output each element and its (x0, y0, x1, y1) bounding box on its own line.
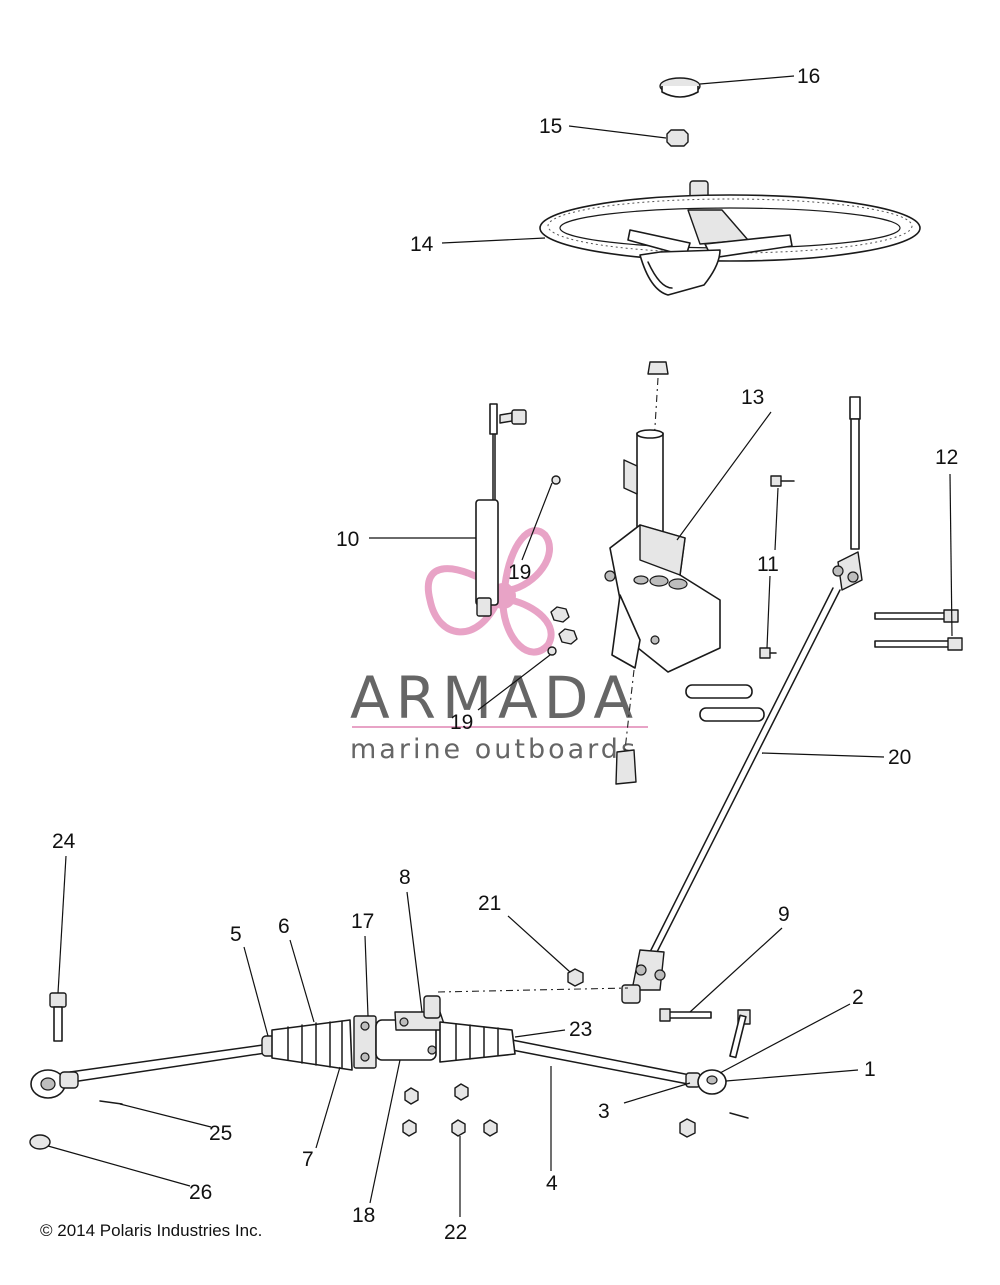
watermark-brand: ARMADA (350, 664, 639, 732)
callout-9: 9 (778, 903, 790, 926)
callout-17: 17 (351, 910, 374, 933)
callout-20: 20 (888, 746, 911, 769)
callout-7: 7 (302, 1148, 314, 1171)
part-16-cap (659, 77, 701, 98)
callout-1: 1 (864, 1058, 876, 1081)
callout-11: 11 (757, 553, 779, 576)
callout-26: 26 (189, 1181, 212, 1204)
callout-2: 2 (852, 986, 864, 1009)
part-8-rack-housing (375, 987, 629, 1061)
callout-5: 5 (230, 923, 242, 946)
part-20-steering-shaft (621, 396, 863, 1004)
callout-16: 16 (797, 65, 820, 88)
part-12-bolts (874, 609, 963, 651)
part-22-nuts (402, 1083, 498, 1137)
rack-tie-rods (69, 1039, 691, 1085)
nut-right (679, 1118, 696, 1138)
callout-25: 25 (209, 1122, 232, 1145)
part-19-nut-lower (547, 646, 557, 656)
callout-24: 24 (52, 830, 76, 853)
callout-6: 6 (278, 915, 290, 938)
callout-19-lower: 19 (450, 711, 473, 734)
part-19-nut-upper (551, 475, 561, 485)
part-26-nut (29, 1134, 51, 1150)
callout-18: 18 (352, 1204, 375, 1227)
part-14-steering-wheel (539, 180, 921, 296)
part-17-mount-bracket (353, 1015, 377, 1069)
callout-3: 3 (598, 1100, 610, 1123)
callout-23: 23 (569, 1018, 592, 1041)
callout-15: 15 (539, 115, 562, 138)
part-13-column-bracket (604, 361, 721, 785)
callout-14: 14 (410, 233, 434, 256)
callout-8: 8 (399, 866, 411, 889)
pins (685, 684, 765, 722)
part-2-bolt (729, 1009, 751, 1059)
callout-numbers: 1 2 3 4 5 6 7 8 9 10 11 12 13 14 15 16 1… (52, 65, 958, 1244)
watermark-tagline: marine outboards (350, 734, 638, 765)
callout-10: 10 (336, 528, 359, 551)
part-24-bolt (49, 992, 67, 1042)
callout-19-upper: 19 (508, 561, 531, 584)
callout-4: 4 (546, 1172, 558, 1195)
bushings (550, 606, 578, 645)
part-6-boot-left (271, 1019, 353, 1071)
part-11-bolts (759, 475, 795, 659)
part-1-tie-rod-end-right (685, 1069, 727, 1095)
part-23-boot-right (439, 1021, 516, 1063)
callout-12: 12 (935, 446, 958, 469)
callout-21: 21 (478, 892, 501, 915)
callout-13: 13 (741, 386, 764, 409)
leader-lines (47, 75, 953, 1217)
callout-22: 22 (444, 1221, 467, 1244)
part-10-shock (475, 403, 527, 617)
part-26-tie-rod-end-left (30, 1069, 79, 1099)
part-15-nut (666, 129, 689, 147)
part-9-bolt (659, 1008, 712, 1022)
part-21-nut (567, 968, 584, 987)
part-25-cotter-pins (99, 1100, 749, 1119)
copyright-notice: © 2014 Polaris Industries Inc. (40, 1221, 262, 1240)
